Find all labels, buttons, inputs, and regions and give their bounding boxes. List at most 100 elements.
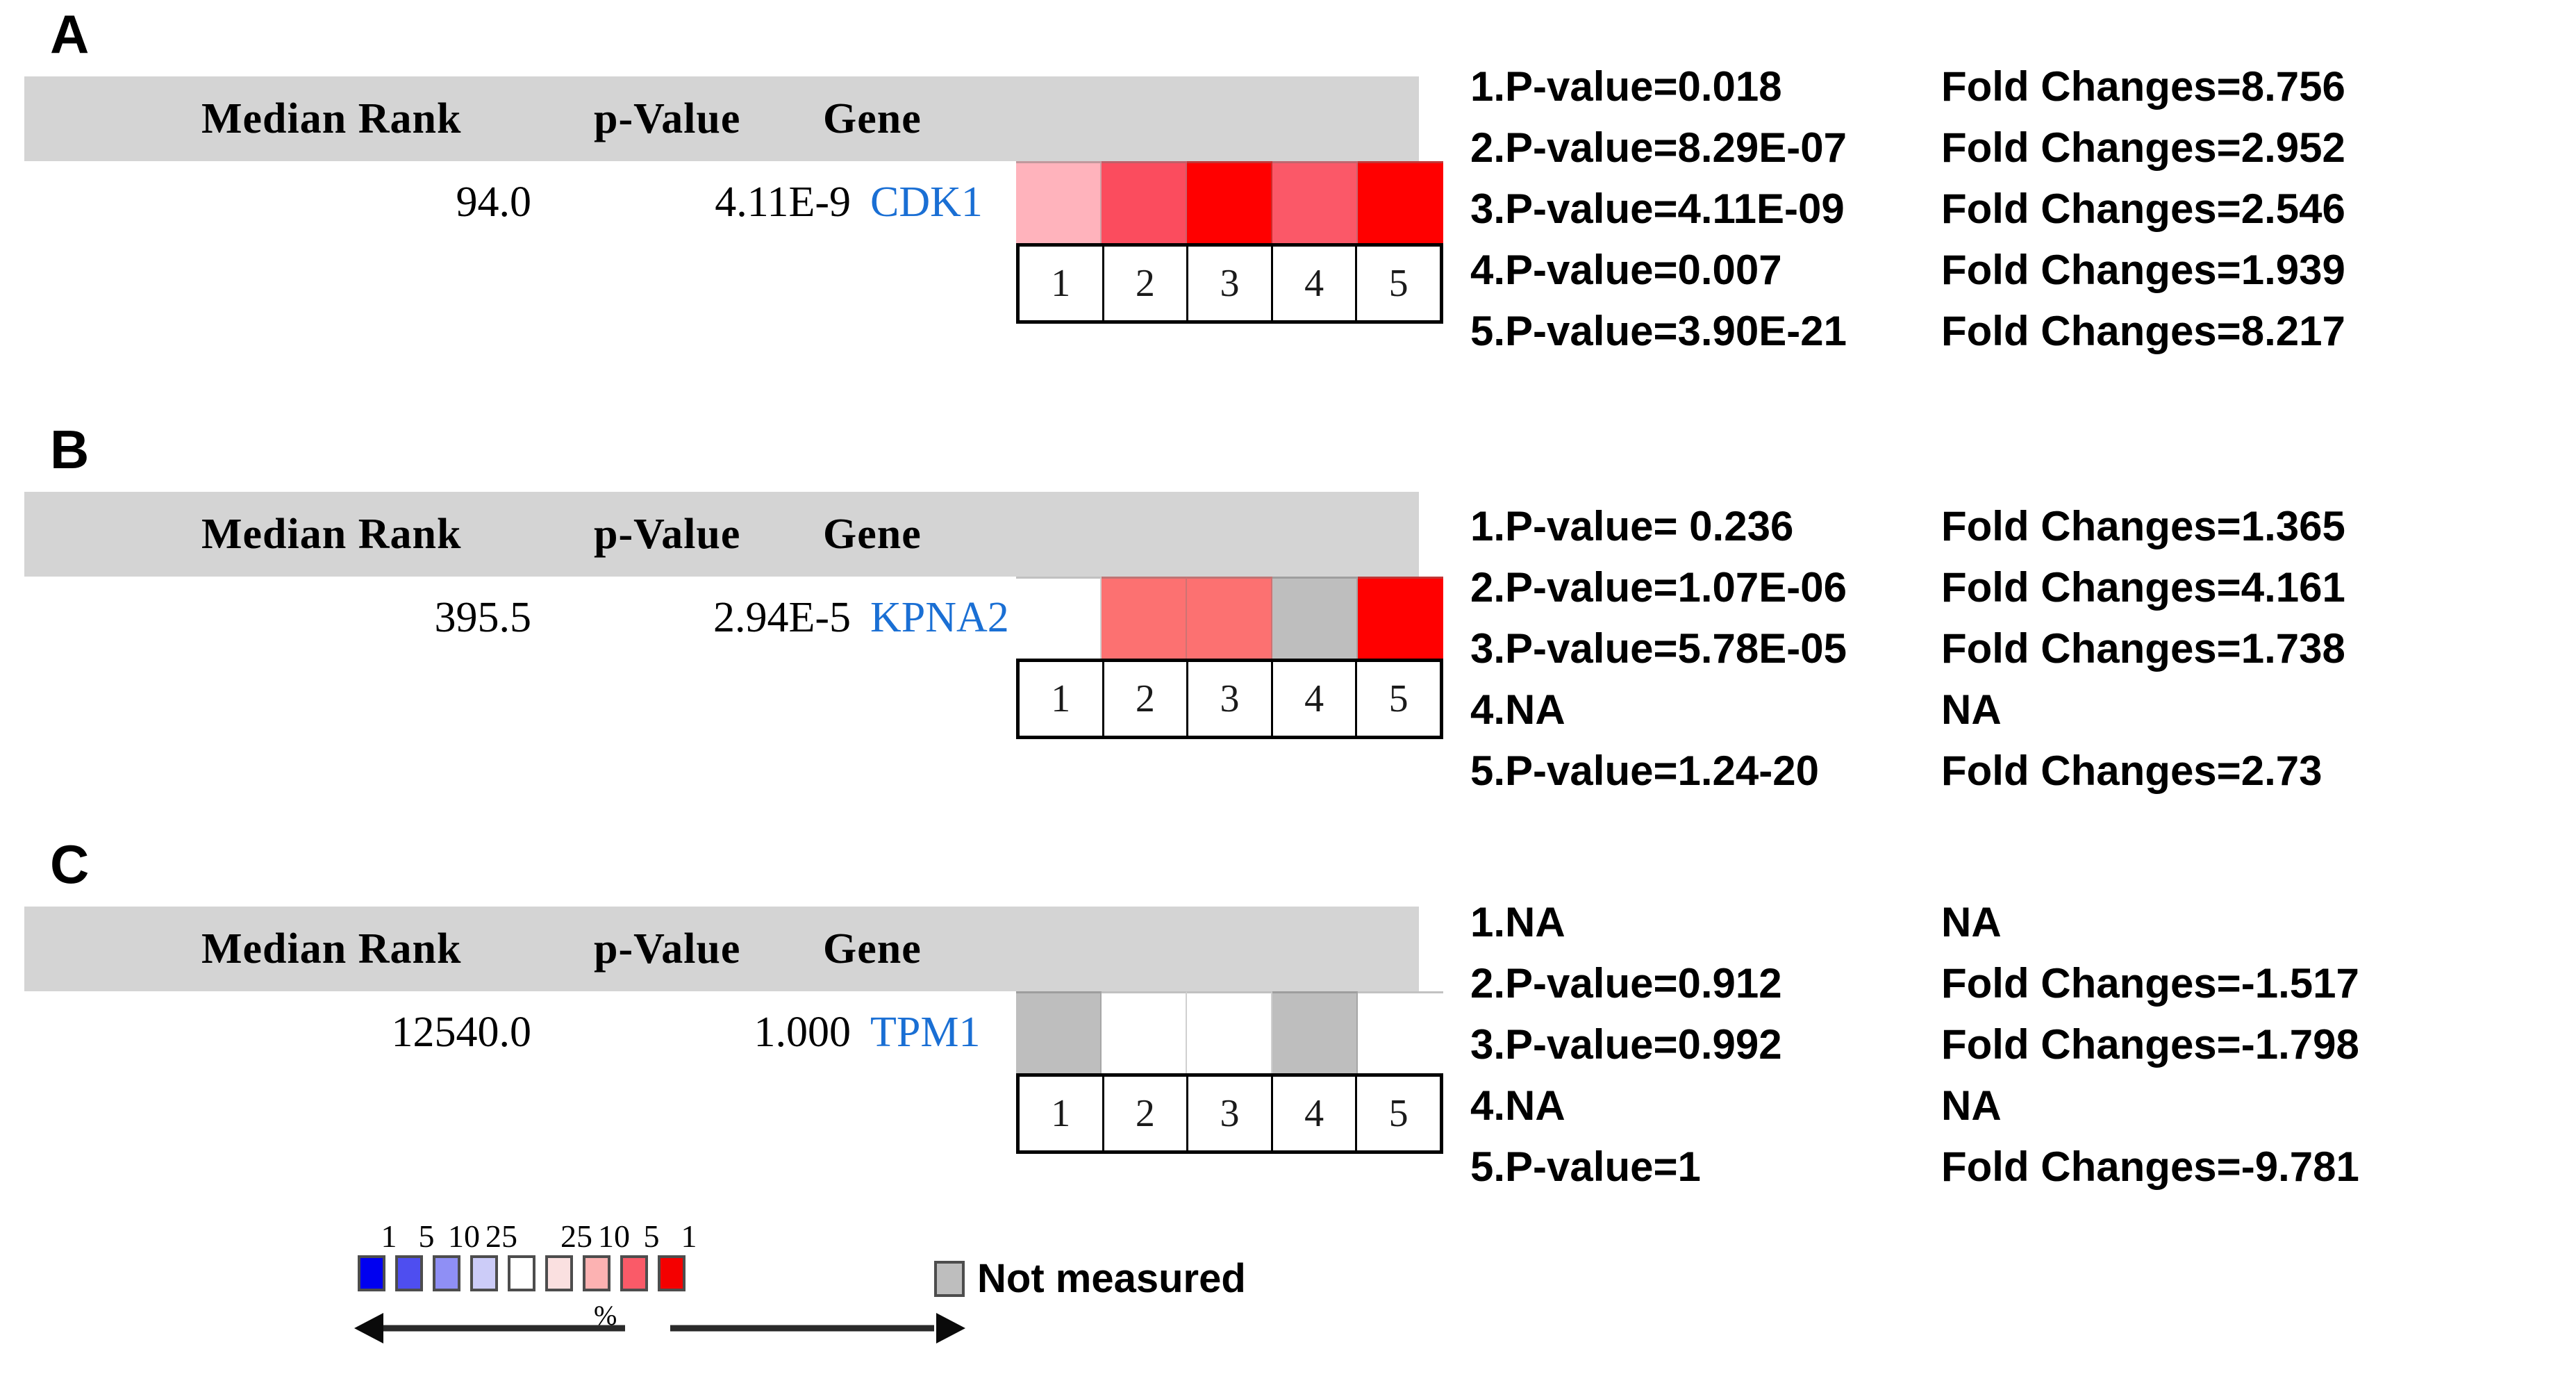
heatmap-index-label: 1 <box>1020 1077 1104 1150</box>
annotation-p-value: 3.P-value=0.992 <box>1470 1021 1782 1068</box>
legend-swatch-7 <box>620 1255 648 1291</box>
legend-label-6: 10 <box>598 1218 630 1254</box>
annotation-fold-change: Fold Changes=-9.781 <box>1941 1143 2359 1190</box>
annotation-fold-change: Fold Changes=2.952 <box>1941 124 2345 171</box>
annotation-p-value: 5.P-value=3.90E-21 <box>1470 308 1847 354</box>
legend-arrows-svg <box>354 1313 965 1343</box>
annotation-fold-change: Fold Changes=1.939 <box>1941 247 2345 293</box>
heatmap-index-label: 2 <box>1104 1077 1189 1150</box>
left-arrow-icon <box>354 1313 625 1343</box>
heatmap-cell-3[interactable] <box>1187 161 1272 243</box>
cell-gene-link[interactable]: CDK1 <box>870 179 983 226</box>
annotation-p-value: 2.P-value=8.29E-07 <box>1470 124 1847 171</box>
panel-letter: C <box>50 834 90 895</box>
heatmap-cell-1[interactable] <box>1016 991 1102 1073</box>
column-header-gene: Gene <box>823 511 922 558</box>
heatmap-cell-4[interactable] <box>1272 161 1358 243</box>
right-arrow-icon <box>670 1313 965 1343</box>
legend-swatch-8 <box>658 1255 685 1291</box>
annotation-p-value: 2.P-value=0.912 <box>1470 960 1782 1007</box>
column-header-median-rank: Median Rank <box>201 95 462 142</box>
heatmap-cell-3[interactable] <box>1187 991 1272 1073</box>
annotation-fold-change: Fold Changes=-1.798 <box>1941 1021 2359 1068</box>
annotation-p-value: 4.NA <box>1470 686 1565 733</box>
heatmap-cell-2[interactable] <box>1102 161 1187 243</box>
legend-swatch-6 <box>583 1255 610 1291</box>
panel-letter: B <box>50 419 90 480</box>
cell-median-rank: 395.5 <box>434 594 532 641</box>
heatmap-cell-2[interactable] <box>1102 991 1187 1073</box>
heatmap-index-label: 2 <box>1104 247 1189 320</box>
annotation-p-value: 1.P-value= 0.236 <box>1470 503 1794 549</box>
heatmap-index-label: 5 <box>1388 262 1409 305</box>
annotation-fold-change: NA <box>1941 1082 2002 1129</box>
cell-gene-link[interactable]: TPM1 <box>870 1009 981 1056</box>
annotation-p-value: 2.P-value=1.07E-06 <box>1470 564 1847 611</box>
cell-p-value: 4.11E-9 <box>715 179 851 226</box>
cell-median-rank: 12540.0 <box>391 1009 532 1056</box>
column-header-gene: Gene <box>823 95 922 142</box>
legend-label-0: 1 <box>381 1218 397 1254</box>
annotation-p-value: 1.NA <box>1470 899 1565 945</box>
heatmap-cell-1[interactable] <box>1016 161 1102 243</box>
annotation-fold-change: Fold Changes=1.738 <box>1941 625 2345 672</box>
column-header-p-value: p-Value <box>594 925 741 973</box>
heatmap-index-label: 3 <box>1188 1077 1273 1150</box>
annotation-p-value: 4.P-value=0.007 <box>1470 247 1782 293</box>
legend-direction-arrows <box>347 1304 972 1366</box>
heatmap-index-label: 3 <box>1188 247 1273 320</box>
not-measured-swatch <box>934 1260 965 1297</box>
heatmap-index-label: 2 <box>1104 662 1189 736</box>
legend-label-5: 25 <box>560 1218 592 1254</box>
heatmap-index-label: 4 <box>1273 662 1358 736</box>
annotation-p-value: 4.NA <box>1470 1082 1565 1129</box>
legend-swatch-4 <box>508 1255 535 1291</box>
heatmap-index-label: 3 <box>1188 662 1273 736</box>
column-header-gene: Gene <box>823 925 922 973</box>
annotation-p-value: 5.P-value=1.24-20 <box>1470 747 1820 794</box>
column-header-median-rank: Median Rank <box>201 511 462 558</box>
heatmap-color-row <box>1016 991 1443 1073</box>
heatmap-cell-4[interactable] <box>1272 991 1358 1073</box>
heatmap-cell-5[interactable] <box>1358 161 1443 243</box>
percent-axis-label: % <box>594 1300 617 1331</box>
not-measured-label: Not measured <box>977 1256 1246 1301</box>
heatmap-cell-2[interactable] <box>1102 577 1187 659</box>
heatmap-index-label: 4 <box>1273 1077 1358 1150</box>
heatmap-cell-5[interactable] <box>1358 991 1443 1073</box>
heatmap-cell-4[interactable] <box>1272 577 1358 659</box>
panel-letter: A <box>50 3 90 65</box>
heatmap-cell-5[interactable] <box>1358 577 1443 659</box>
annotation-p-value: 1.P-value=0.018 <box>1470 63 1782 110</box>
legend-label-8: 1 <box>681 1218 697 1254</box>
column-header-p-value: p-Value <box>594 511 741 558</box>
heatmap-index-label: 1 <box>1020 247 1104 320</box>
cell-gene-link[interactable]: KPNA2 <box>870 594 1009 641</box>
heatmap-color-row <box>1016 161 1443 243</box>
legend-not-measured-group: Not measured <box>934 1255 1246 1302</box>
heatmap-index-label: 5 <box>1388 1092 1409 1135</box>
legend-swatch-3 <box>470 1255 498 1291</box>
annotation-fold-change: Fold Changes=-1.517 <box>1941 960 2359 1007</box>
table-header-band <box>24 907 1419 991</box>
legend-label-2: 10 <box>448 1218 480 1254</box>
cell-p-value: 1.000 <box>754 1009 851 1056</box>
annotation-fold-change: Fold Changes=2.73 <box>1941 747 2322 794</box>
annotation-p-value: 3.P-value=4.11E-09 <box>1470 185 1845 232</box>
heatmap-index-label: 1 <box>1020 662 1104 736</box>
heatmap-cell-3[interactable] <box>1187 577 1272 659</box>
annotation-fold-change: NA <box>1941 686 2002 733</box>
annotation-fold-change: Fold Changes=8.756 <box>1941 63 2345 110</box>
heatmap-cell-1[interactable] <box>1016 577 1102 659</box>
heatmap-color-row <box>1016 577 1443 659</box>
heatmap-index-label: 5 <box>1388 677 1409 720</box>
